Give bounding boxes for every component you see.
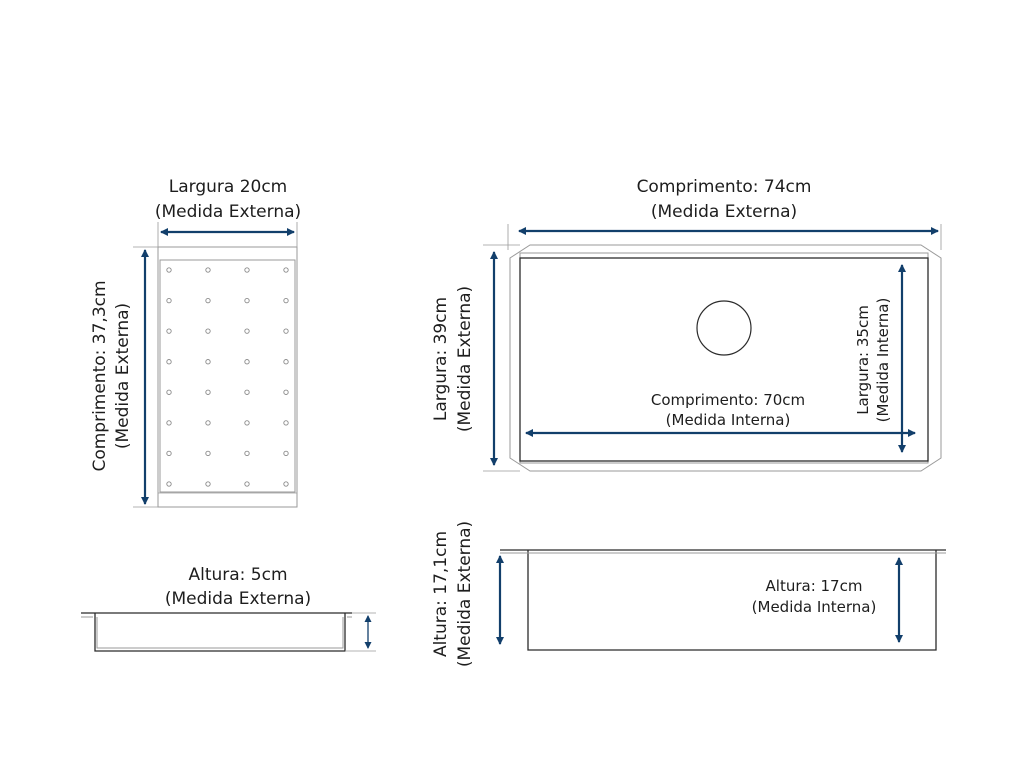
strainer-hole (205, 389, 211, 395)
strainer-hole (205, 450, 211, 457)
strainer-length-label: Comprimento: 37,3cm (90, 280, 110, 471)
sink-width-int-label: Largura: 35cm (854, 305, 872, 415)
strainer-hole (166, 420, 172, 426)
sink-top-view: Comprimento: 74cm (Medida Externa) Compr… (431, 177, 942, 472)
strainer-side-view: Altura: 5cm (Medida Externa) (81, 565, 376, 652)
strainer-hole (166, 328, 172, 334)
sink-height-int-sublabel: (Medida Interna) (752, 598, 877, 616)
sink-side-profile (500, 549, 946, 651)
sink-height-ext-sublabel: (Medida Externa) (455, 521, 475, 667)
strainer-hole (205, 267, 211, 273)
sink-basin-outline (519, 257, 929, 462)
strainer-hole (283, 389, 289, 395)
strainer-hole (283, 267, 289, 273)
strainer-hole (244, 267, 250, 273)
strainer-top-view: Largura 20cm (Medida Externa) Compriment… (90, 177, 301, 508)
sink-height-int-label: Altura: 17cm (766, 577, 863, 595)
strainer-hole (205, 420, 211, 426)
strainer-height-label: Altura: 5cm (188, 565, 287, 585)
sink-height-ext-label: Altura: 17,1cm (431, 531, 451, 657)
strainer-length-sublabel: (Medida Externa) (113, 303, 133, 449)
strainer-hole (166, 389, 172, 395)
strainer-hole (283, 450, 289, 457)
strainer-hole (166, 359, 172, 365)
strainer-hole (166, 297, 172, 304)
strainer-hole (166, 267, 172, 273)
strainer-hole (166, 450, 172, 457)
sink-outer-outline (509, 244, 942, 472)
sink-side-view: Altura: 17cm (Medida Interna) Altura: 17… (431, 521, 946, 667)
strainer-inner-outline (159, 259, 296, 493)
strainer-width-sublabel: (Medida Externa) (155, 202, 301, 222)
sink-length-ext-label: Comprimento: 74cm (637, 177, 812, 197)
strainer-hole (205, 359, 211, 365)
sink-length-int-label: Comprimento: 70cm (651, 391, 805, 409)
sink-length-int-sublabel: (Medida Interna) (666, 411, 791, 429)
strainer-hole (283, 359, 289, 365)
strainer-side-inner-profile (81, 616, 352, 649)
sink-width-ext-sublabel: (Medida Externa) (455, 286, 475, 432)
strainer-hole (244, 359, 250, 365)
strainer-hole (244, 297, 250, 304)
strainer-hole (283, 481, 289, 487)
strainer-hole (283, 297, 289, 304)
sink-length-ext-sublabel: (Medida Externa) (651, 202, 797, 222)
strainer-hole (205, 481, 211, 487)
strainer-hole (205, 297, 211, 304)
strainer-hole (166, 481, 172, 487)
strainer-outer-outline (157, 246, 298, 508)
strainer-hole (283, 328, 289, 334)
strainer-hole (244, 389, 250, 395)
strainer-width-label: Largura 20cm (169, 177, 288, 197)
strainer-hole (244, 328, 250, 334)
drain-hole (696, 300, 752, 356)
strainer-hole (244, 420, 250, 426)
sink-width-int-sublabel: (Medida Interna) (874, 298, 892, 423)
sink-width-ext-label: Largura: 39cm (431, 297, 451, 421)
strainer-hole (205, 328, 211, 334)
strainer-hole (244, 450, 250, 457)
strainer-hole (283, 420, 289, 426)
strainer-height-sublabel: (Medida Externa) (165, 589, 311, 609)
strainer-hole (244, 481, 250, 487)
strainer-hole-grid (166, 267, 289, 487)
strainer-side-profile (81, 612, 352, 652)
